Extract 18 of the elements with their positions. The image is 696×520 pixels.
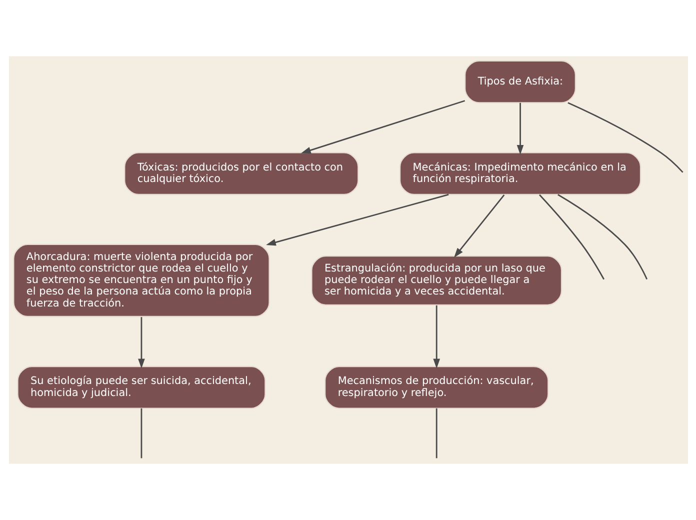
connector [140,408,142,458]
arrow [138,317,144,369]
node-box: Estrangulación: producida por un laso que puede rodear el cuello y puede llegar a ser homicida y a veces accidental. [310,256,562,306]
node-box: Mecanismos de producción: vascular, respiratorio y reflejo. [324,366,548,409]
node-box: Tóxicas: producidos por el contacto con cualquier tóxico. [124,152,358,196]
node-box: Tipos de Asfixia: [464,60,576,104]
arrow [266,194,448,246]
connector [538,194,604,280]
arrow [300,100,465,154]
node-box: Ahorcadura: muerte violenta producida por elemento constrictor que rodea el cuello y su extremo se encuentra en un punto fijo y el peso de la persona actúa como la propia fuerza de tracción. [12,244,270,318]
arrow [432,305,440,369]
node-box: Mecánicas: Impedimento mecánico en la función respiratoria. [398,152,641,196]
node-box: Su etiología puede ser suicida, accidental, homicida y judicial. [16,366,266,409]
connector [567,102,683,173]
connector [435,408,437,458]
arrow [453,194,504,258]
connector [557,194,648,280]
arrow [516,102,524,155]
